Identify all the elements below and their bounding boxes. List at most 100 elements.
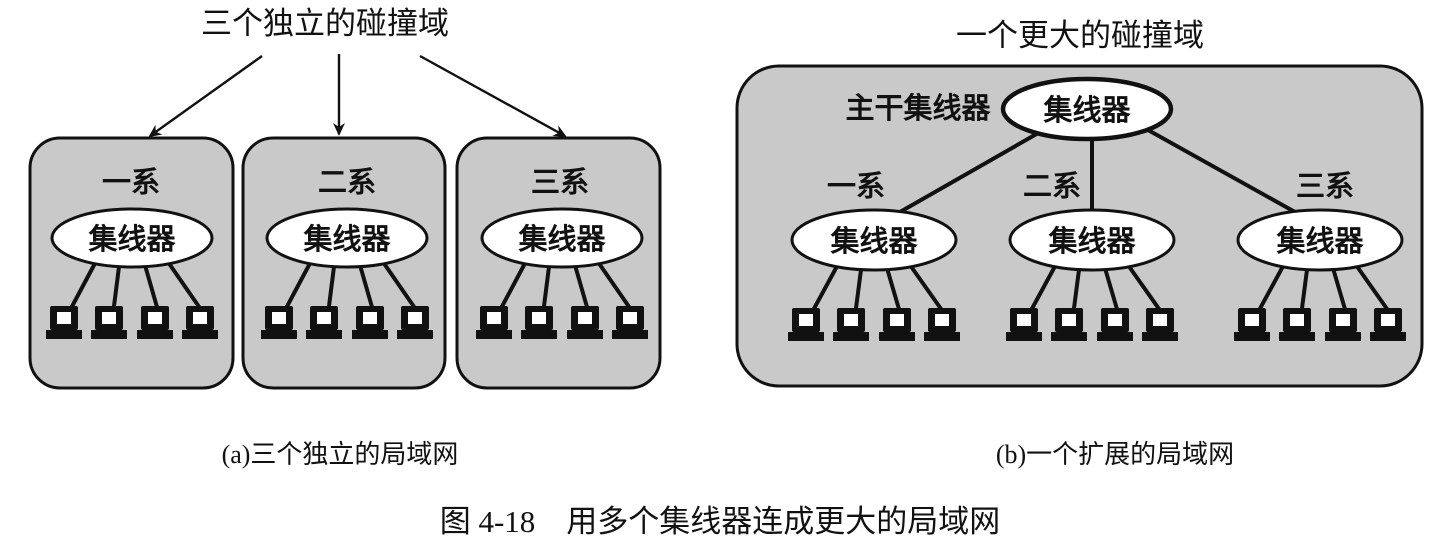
panel-b-caption: (b)一个扩展的局域网 xyxy=(996,440,1234,469)
monitor-screen xyxy=(935,314,949,326)
computer-icon xyxy=(306,306,342,339)
monitor-screen xyxy=(1017,314,1031,326)
monitor-screen xyxy=(408,312,422,324)
monitor-screen xyxy=(1290,314,1304,326)
monitor-screen xyxy=(1245,314,1259,326)
hub-label: 集线器 xyxy=(1275,224,1364,258)
computer-base xyxy=(1370,332,1406,341)
computer-icon xyxy=(879,308,915,341)
monitor-screen xyxy=(102,312,116,324)
hub: 集线器 xyxy=(476,207,648,339)
hub-label: 集线器 xyxy=(829,224,918,258)
computer-base xyxy=(306,330,342,339)
computer-icon xyxy=(612,306,648,339)
monitor-screen xyxy=(363,312,377,324)
department-hub-3: 集线器 xyxy=(1234,208,1406,341)
computer-icon xyxy=(1279,308,1315,341)
hub-to-computer-link xyxy=(597,262,636,316)
hub-to-computer-link xyxy=(572,263,591,315)
monitor-screen xyxy=(890,314,904,326)
department-label: 三系 xyxy=(531,165,589,199)
hub-to-computer-link xyxy=(326,263,337,315)
computer-base xyxy=(521,330,557,339)
hub-to-computer-link xyxy=(142,263,161,315)
backbone-link-1 xyxy=(899,130,1041,214)
monitor-screen xyxy=(623,312,637,324)
figure-caption: 图 4-18 用多个集线器连成更大的局域网 xyxy=(440,504,1001,539)
computer-icon xyxy=(924,308,960,341)
department-hub-1: 集线器 xyxy=(788,208,960,341)
hub: 集线器 xyxy=(261,207,433,339)
hub-to-computer-link xyxy=(1355,265,1394,318)
monitor-screen xyxy=(1108,314,1122,326)
monitor-screen xyxy=(317,312,331,324)
hub-to-computer-link xyxy=(1071,266,1082,317)
hub-to-computer-link xyxy=(1254,266,1285,317)
hub-to-computer-link xyxy=(884,266,903,317)
computer-icon xyxy=(521,306,557,339)
computer-icon xyxy=(1006,308,1042,341)
hub-to-computer-link xyxy=(808,266,839,317)
monitor-screen xyxy=(1336,314,1350,326)
hub-label: 集线器 xyxy=(1047,224,1136,258)
monitor-screen xyxy=(1062,314,1076,326)
hub-label: 集线器 xyxy=(302,222,391,256)
computer-base xyxy=(352,330,388,339)
computer-icon xyxy=(567,306,603,339)
collision-domain-2: 二系 集线器 xyxy=(241,136,447,390)
panel-a-caption: (a)三个独立的局域网 xyxy=(222,440,459,469)
hub-shape xyxy=(50,207,214,269)
backbone-hub-shape xyxy=(1000,76,1174,142)
department-label-2: 二系 xyxy=(1023,169,1081,203)
department-label: 二系 xyxy=(318,165,376,199)
computer-icon xyxy=(91,306,127,339)
computer-icon xyxy=(1142,308,1178,341)
hub-to-computer-link xyxy=(496,263,527,315)
monitor-screen xyxy=(148,312,162,324)
hub-to-computer-link xyxy=(1102,266,1121,317)
computer-base xyxy=(476,330,512,339)
computer-base xyxy=(1006,332,1042,341)
computer-base xyxy=(1234,332,1270,341)
computer-icon xyxy=(182,306,218,339)
hub: 集线器 xyxy=(46,207,218,339)
backbone-hub-text: 集线器 xyxy=(1042,93,1131,127)
computer-base xyxy=(833,332,869,341)
hub-to-computer-link xyxy=(382,262,421,316)
hub-to-computer-link xyxy=(1299,266,1310,317)
hub-to-computer-link xyxy=(1026,266,1057,317)
hub-shape xyxy=(790,208,958,272)
computer-base xyxy=(612,330,648,339)
computer-icon xyxy=(833,308,869,341)
monitor-screen xyxy=(57,312,71,324)
computer-base xyxy=(1325,332,1361,341)
monitor-screen xyxy=(1153,314,1167,326)
arrow-to-domain-1 xyxy=(148,55,263,138)
panel-b-heading: 一个更大的碰撞域 xyxy=(956,18,1204,54)
computer-icon xyxy=(352,306,388,339)
collision-domain-3: 三系 集线器 xyxy=(455,136,662,390)
hub-label: 集线器 xyxy=(517,222,606,256)
computer-icon xyxy=(1097,308,1133,341)
computer-icon xyxy=(46,306,82,339)
panel-a-heading: 三个独立的碰撞域 xyxy=(201,6,449,42)
monitor-screen xyxy=(272,312,286,324)
computer-base xyxy=(46,330,82,339)
hub-to-computer-link xyxy=(1127,265,1166,318)
monitor-screen xyxy=(844,314,858,326)
hub-shape xyxy=(480,207,644,269)
backbone-link-3 xyxy=(1147,128,1296,214)
computer-base xyxy=(182,330,218,339)
department-label-3: 三系 xyxy=(1296,169,1354,203)
computer-base xyxy=(1279,332,1315,341)
computer-icon xyxy=(1051,308,1087,341)
computer-icon xyxy=(261,306,297,339)
hub-shape xyxy=(1236,208,1404,272)
computer-base xyxy=(137,330,173,339)
computer-base xyxy=(788,332,824,341)
computer-base xyxy=(91,330,127,339)
computer-base xyxy=(567,330,603,339)
hub-to-computer-link xyxy=(357,263,376,315)
computer-base xyxy=(879,332,915,341)
computer-base xyxy=(261,330,297,339)
